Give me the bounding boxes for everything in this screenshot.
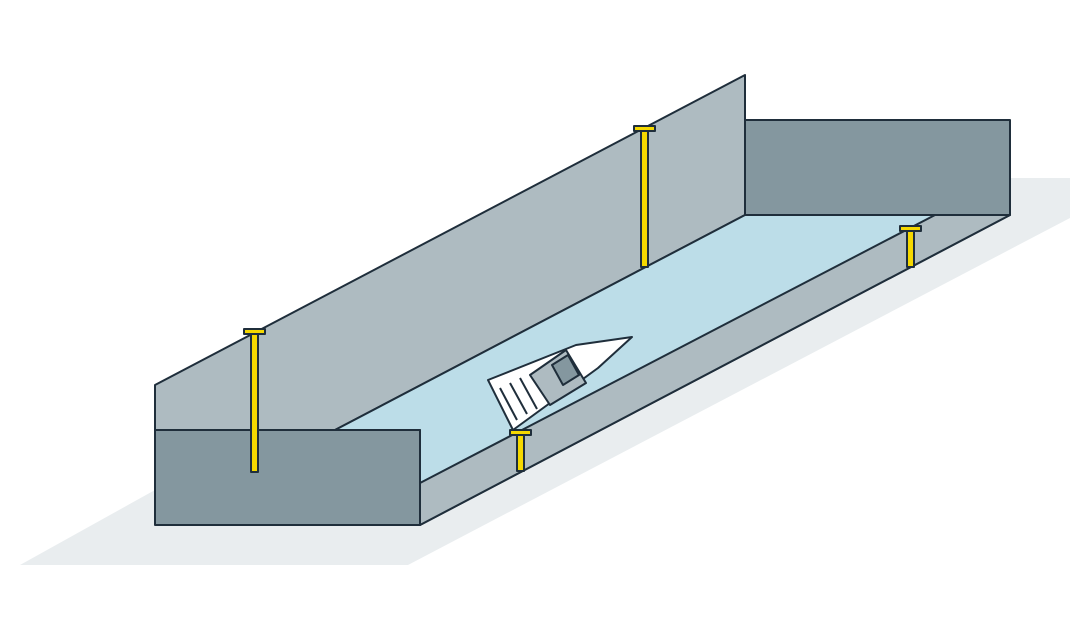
boat-deck-line	[509, 382, 528, 415]
bollard-post	[250, 331, 259, 473]
bollard-post	[906, 228, 915, 268]
bollard-icon	[633, 125, 656, 268]
bollard-cap	[899, 225, 922, 232]
far-wall-end-block	[744, 119, 1011, 216]
boat-window	[551, 354, 580, 386]
near-wall-end-block	[154, 429, 421, 526]
boat-deck-line	[519, 377, 538, 410]
bollard-icon	[509, 429, 532, 472]
bollard-cap	[243, 328, 266, 335]
boat-deck-line	[499, 387, 518, 421]
bollard-cap	[633, 125, 656, 132]
bollard-cap	[509, 429, 532, 436]
ground-shadow	[20, 178, 1070, 565]
bollard-icon	[899, 225, 922, 268]
bollard-post	[640, 128, 649, 268]
boat-icon	[487, 336, 633, 431]
bollard-icon	[243, 328, 266, 473]
bollard-post	[516, 432, 525, 472]
